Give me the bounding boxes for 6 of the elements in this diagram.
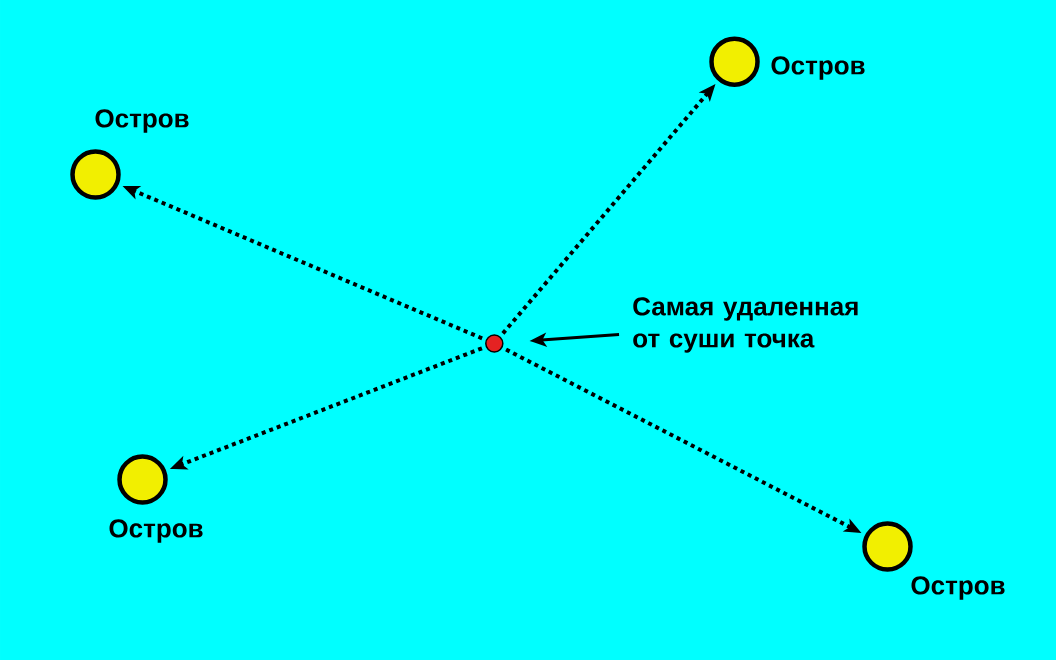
point-dot: [485, 334, 504, 353]
island-label: Остров: [771, 56, 865, 80]
island-label: Остров: [95, 109, 189, 133]
annotation-text: Самая удаленная от суши точка: [633, 297, 858, 353]
island-label: Остров: [911, 576, 1005, 600]
island-label: Остров: [109, 519, 203, 543]
